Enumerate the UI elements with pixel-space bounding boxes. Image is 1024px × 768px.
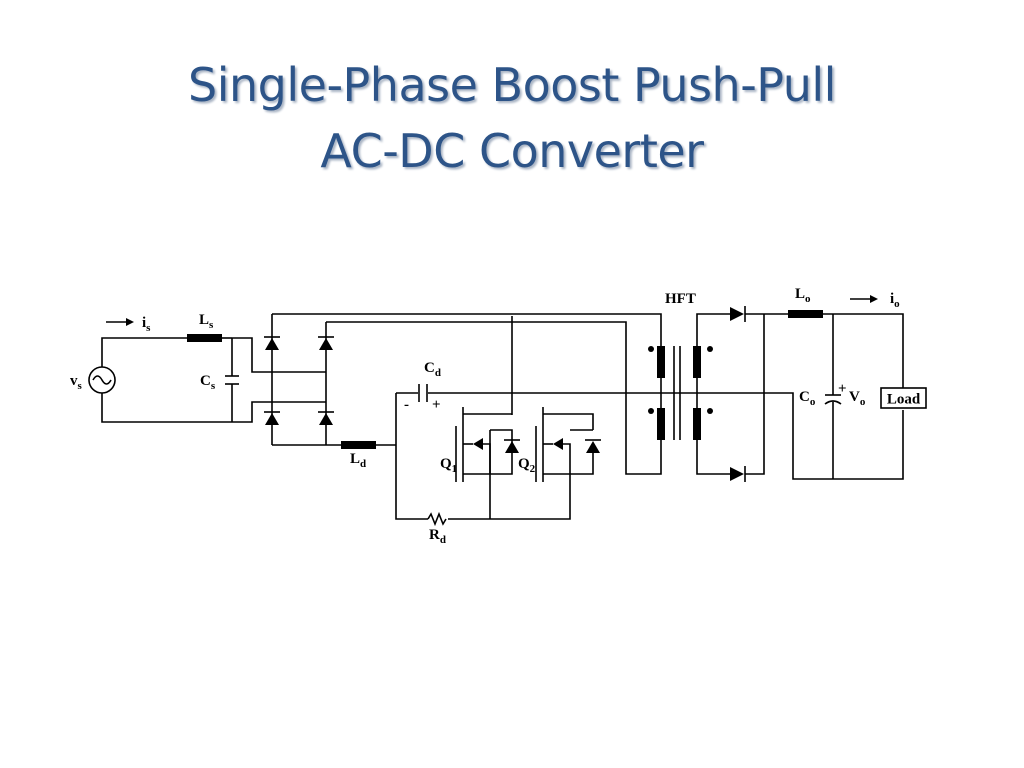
- mosfet-q2: [535, 407, 601, 482]
- title-line-2: AC-DC Converter: [320, 124, 704, 178]
- label-cd-plus: +: [432, 397, 441, 413]
- label-ld: Ld: [350, 451, 366, 470]
- ac-source: [88, 366, 116, 394]
- inductor-ls: [187, 334, 222, 342]
- label-io: io: [890, 291, 900, 310]
- label-load: Load: [887, 392, 921, 408]
- label-hft: HFT: [665, 291, 696, 307]
- current-arrow-io: [850, 295, 878, 303]
- label-q1: Q1: [440, 456, 457, 475]
- load-box: [880, 387, 927, 409]
- output-diodes: [730, 306, 788, 482]
- label-rd: Rd: [429, 527, 446, 546]
- label-lo: Lo: [795, 286, 811, 305]
- slide-title: Single-Phase Boost Push-Pull AC-DC Conve…: [0, 52, 1024, 184]
- capacitor-co: [824, 314, 842, 479]
- label-co: Co: [799, 389, 816, 408]
- label-q2: Q2: [518, 456, 536, 475]
- transformer-hft: [644, 313, 730, 475]
- label-ls: Ls: [199, 312, 214, 331]
- title-line-1: Single-Phase Boost Push-Pull: [188, 58, 836, 112]
- label-cs: Cs: [200, 373, 216, 392]
- mosfet-q1: [455, 407, 520, 519]
- current-arrow-is: [106, 318, 134, 326]
- label-cd: Cd: [424, 360, 441, 379]
- capacitor-cs: [225, 375, 239, 385]
- label-vo-plus: +: [838, 381, 847, 397]
- inductor-lo: [788, 310, 823, 318]
- capacitor-cd: [396, 384, 696, 402]
- label-is: is: [142, 315, 151, 334]
- label-vs: vs: [70, 373, 83, 392]
- label-vo: Vo: [849, 389, 866, 408]
- source-wires: [101, 337, 233, 423]
- diode-bridge: [264, 314, 334, 445]
- inductor-ld: [341, 441, 376, 449]
- resistor-rd: [427, 511, 447, 527]
- label-cd-minus: -: [404, 397, 409, 413]
